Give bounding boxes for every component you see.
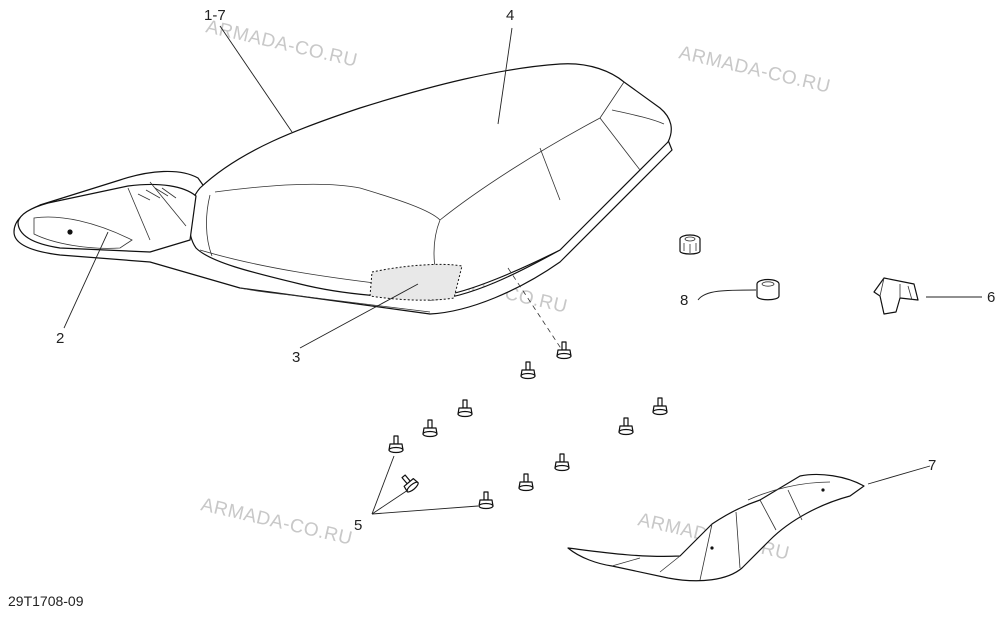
callout-5: 5 — [354, 517, 362, 534]
grommet — [756, 278, 780, 301]
fastener — [388, 435, 404, 454]
callout-7: 7 — [928, 457, 936, 474]
seat-cushion — [188, 63, 672, 298]
fastener — [554, 453, 570, 472]
seat-assembly — [13, 63, 673, 315]
seat-pan-trim — [567, 473, 865, 582]
callout-3: 3 — [292, 349, 300, 366]
watermark: ARMADA-CO.RU — [199, 494, 355, 549]
callout-6: 6 — [987, 289, 995, 306]
fastener — [520, 361, 536, 380]
fastener — [422, 419, 438, 438]
leader-lines — [63, 25, 982, 515]
fastener — [478, 491, 494, 510]
alignment-line — [507, 267, 563, 351]
callout-labels: 1-7 4 2 3 8 6 7 5 — [56, 7, 995, 534]
fastener — [652, 397, 668, 416]
seat-latch-clip — [873, 277, 919, 315]
callout-4: 4 — [506, 7, 514, 24]
callout-1-7: 1-7 — [204, 7, 226, 24]
seat-storage-tray — [17, 183, 197, 253]
watermark: ARMADA-CO.RU — [204, 16, 360, 71]
grommet — [679, 234, 701, 255]
fastener — [556, 341, 572, 360]
fasteners — [388, 341, 668, 510]
callout-2: 2 — [56, 330, 64, 347]
diagram-code: 29T1708-09 — [8, 593, 84, 609]
fastener — [401, 474, 419, 493]
fastener — [618, 417, 634, 436]
watermark: ARMADA-CO.RU — [677, 42, 833, 97]
fastener — [518, 473, 534, 492]
grommets — [679, 234, 780, 301]
fastener — [457, 399, 473, 418]
seat-label-patch — [369, 263, 463, 301]
seat-base — [13, 139, 673, 315]
callout-8: 8 — [680, 292, 688, 309]
